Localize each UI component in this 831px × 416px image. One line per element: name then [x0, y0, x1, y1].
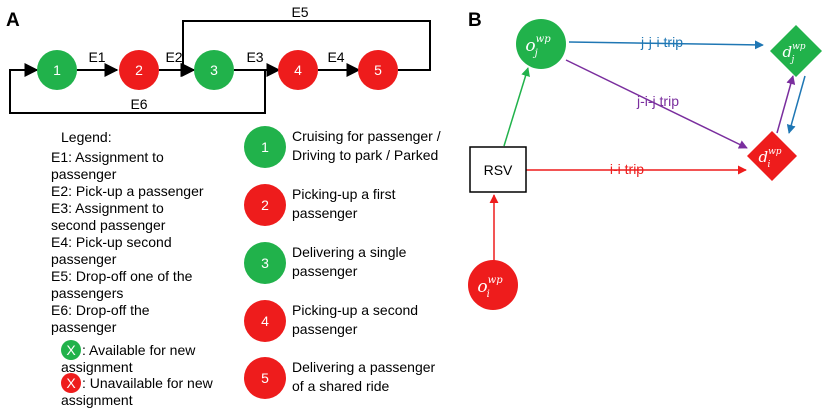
legend-available-icon: X	[61, 340, 81, 360]
legend-line: passengers	[51, 285, 123, 301]
origin-j-base: o	[525, 36, 535, 56]
destination-i-sub: i	[768, 160, 771, 170]
state-node-4: 4	[278, 50, 318, 90]
origin-i-sup: wp	[488, 275, 504, 286]
legend-line: second passenger	[51, 217, 166, 233]
legend-line: passenger	[51, 251, 117, 267]
state-description-2: 2 Picking-up a first passenger	[244, 184, 396, 226]
state-description-4-num: 4	[261, 313, 269, 329]
destination-j-base: d	[782, 43, 792, 61]
legend-line: E3: Assignment to	[51, 200, 164, 216]
state-description-5-text: of a shared ride	[292, 378, 389, 394]
trip-jji-arrow	[568, 40, 764, 50]
trip-jij-label: j-i-j trip	[636, 93, 679, 109]
state-description-3-text: passenger	[292, 263, 358, 279]
state-node-1-label: 1	[53, 62, 61, 78]
state-description-2-text: Picking-up a first	[292, 186, 396, 202]
origin-i-base: o	[477, 277, 487, 297]
state-description-2-text: passenger	[292, 205, 358, 221]
edge-e6-label: E6	[130, 96, 147, 112]
state-node-3-label: 3	[210, 62, 218, 78]
edge-e4-label: E4	[327, 49, 344, 65]
destination-i-sup: wp	[768, 147, 782, 157]
state-node-3: 3	[194, 50, 234, 90]
origin-j-sup: wp	[536, 34, 552, 45]
rsv-label: RSV	[484, 162, 513, 178]
legend-line: E5: Drop-off one of the	[51, 268, 193, 284]
dj-to-di-arrow	[786, 75, 806, 134]
origin-i-node: owp i	[468, 260, 518, 310]
origin-i-sub: i	[487, 289, 490, 300]
legend-unavailable-text: assignment	[61, 392, 133, 408]
state-description-2-num: 2	[261, 197, 269, 213]
state-description-5: 5 Delivering a passenger of a shared rid…	[244, 357, 436, 399]
edge-e2-label: E2	[165, 49, 182, 65]
edge-e6-arrow	[9, 63, 266, 114]
state-description-1: 1 Cruising for passenger / Driving to pa…	[244, 126, 441, 168]
state-description-5-num: 5	[261, 370, 269, 386]
state-node-2: 2	[119, 50, 159, 90]
destination-j-sup: wp	[792, 42, 806, 52]
edge-e5-label: E5	[291, 4, 308, 20]
edge-e5-arrow	[180, 20, 431, 77]
trip-jij-arrow	[565, 59, 748, 149]
legend-line: E6: Drop-off the	[51, 302, 150, 318]
state-description-1-num: 1	[261, 139, 269, 155]
origin-j-sub: j	[533, 48, 538, 59]
legend-line: passenger	[51, 166, 117, 182]
panel-b-label: B	[468, 10, 482, 31]
destination-j-label: dwp j	[782, 42, 805, 65]
state-description-4-text: Picking-up a second	[292, 302, 418, 318]
origin-j-label: owp j	[525, 34, 551, 59]
legend-unavailable-icon: X	[61, 373, 81, 393]
legend: Legend: E1: Assignment to passenger E2: …	[51, 129, 214, 408]
state-description-4-text: passenger	[292, 321, 358, 337]
state-description-1-text: Cruising for passenger /	[292, 128, 441, 144]
legend-available-text: : Available for new	[82, 342, 196, 358]
state-description-5-text: Delivering a passenger	[292, 359, 436, 375]
state-node-5-label: 5	[374, 62, 382, 78]
state-description-1-text: Driving to park / Parked	[292, 147, 438, 163]
origin-j-node: owp j	[516, 19, 566, 69]
legend-available-text: assignment	[61, 359, 133, 375]
legend-line: E4: Pick-up second	[51, 234, 172, 250]
legend-line: E2: Pick-up a passenger	[51, 183, 204, 199]
destination-i-label: dwp i	[758, 147, 781, 170]
legend-available-icon-label: X	[66, 342, 76, 358]
legend-line: passenger	[51, 319, 117, 335]
legend-unavailable-text: : Unavailable for new	[82, 375, 214, 391]
destination-j-sub: j	[790, 55, 795, 65]
state-description-3-num: 3	[261, 255, 269, 271]
state-node-5: 5	[358, 50, 398, 90]
legend-line: E1: Assignment to	[51, 149, 164, 165]
state-node-2-label: 2	[135, 62, 143, 78]
origin-i-label: owp i	[477, 275, 503, 300]
trip-ii-label: i-i trip	[610, 161, 644, 177]
state-descriptions: 1 Cruising for passenger / Driving to pa…	[244, 126, 441, 399]
state-node-4-label: 4	[294, 62, 302, 78]
state-description-3-text: Delivering a single	[292, 244, 407, 260]
destination-i-node: dwp i	[747, 131, 797, 181]
trip-jji-label: j-j-i trip	[640, 34, 683, 50]
legend-title: Legend:	[61, 129, 112, 145]
destination-j-node: dwp j	[770, 25, 822, 77]
edge-e3-label: E3	[246, 49, 263, 65]
state-description-3: 3 Delivering a single passenger	[244, 242, 407, 284]
panel-a-label: A	[6, 10, 20, 31]
state-node-1: 1	[37, 50, 77, 90]
edge-e1-label: E1	[88, 49, 105, 65]
state-description-4: 4 Picking-up a second passenger	[244, 300, 418, 342]
rsv-box: RSV	[469, 146, 527, 193]
legend-unavailable-icon-label: X	[66, 375, 76, 391]
destination-i-base: d	[758, 148, 768, 166]
rsv-to-origin-j-arrow	[503, 67, 530, 147]
di-to-dj-arrow	[776, 75, 796, 134]
